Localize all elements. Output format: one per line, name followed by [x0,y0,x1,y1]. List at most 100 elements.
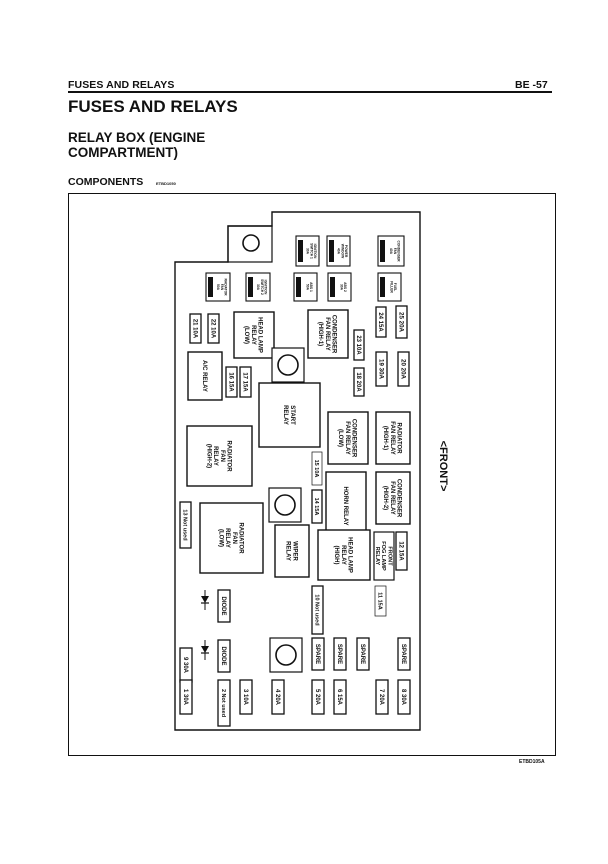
fuse-label-f15-text: 15 10A [313,460,319,478]
fuse-label-f5: 5 20A [314,689,320,706]
relay-label-r13-text: RELAY [374,547,380,566]
relay-label-r4-text: RELAY [282,405,288,425]
relay-label-r10-text: RADIATOR [237,522,243,554]
small-fuse-terminal-icon [330,277,335,297]
relay-r12 [317,529,371,581]
fuse-label-f18: 18 20A [355,372,361,392]
fuse-label-f12-text: 12 15A [397,541,403,561]
fuse-f12 [395,531,408,571]
fuse-label-f21: 21 10A [191,319,197,339]
fuse-label-f8-text: 8 30A [400,689,406,706]
fuse-label-f19: 19 30A [377,359,384,379]
fuse-label-d2-text: DIODE [220,646,226,665]
relay-label-r5-text: FAN RELAY [344,421,350,454]
relay-r9 [375,471,411,525]
small-fuse-terminal-icon [248,277,253,297]
mount-hole-icon [274,494,296,516]
relay-r7 [186,425,253,487]
relay-label-r8: HORN RELAY [342,486,348,525]
small-fuse-label-s8-text: FILLER [389,281,393,293]
fuse-f23 [353,329,365,361]
fuse-label-f3-text: 3 10A [242,689,248,706]
relay-label-r13-text: FRONT [386,546,392,566]
fuse-label-f17: 17 15A [241,372,247,392]
relay-label-r7-text: RADIATOR [225,440,231,472]
fuse-label-f11-text: 11 15A [377,592,383,609]
section-header: FUSES AND RELAYS [68,79,175,91]
relay-label-r6-text: (HIGH-1) [382,426,388,450]
relay-label-r9-text: CONDENSER [396,479,402,518]
fuse-label-f21-text: 21 10A [191,319,197,339]
fuse-f8 [397,679,411,715]
relay-label-r2-text: CONDENSER [331,315,337,354]
relay-r2 [307,309,349,359]
diode-symbol-icon [201,596,209,603]
fuse-label-f4: 4 20A [274,689,280,706]
relay-label-r1-text: RELAY [250,325,256,345]
fuse-sp2 [356,637,370,671]
small-fuse-label-s3-text: CONDENSER [397,240,401,262]
fuse-label-f9: 9 30A [182,657,188,674]
fuse-f11 [374,585,387,617]
fuse-label-f20-text: 20 20A [399,359,406,379]
fuse-label-f19-text: 19 30A [377,359,384,379]
relay-r10 [199,502,264,574]
relay-r3 [187,351,223,401]
relay-label-r12-text: (HIGH) [333,546,339,565]
small-fuse-label-s1-text: SWITCH 1 [309,243,313,259]
relay-label-r5-text: (LOW) [337,429,343,447]
relay-label-r2-text: (HIGH-1) [317,322,323,346]
fuse-f20 [397,351,410,387]
relay-label-r7-text: RELAY [212,446,218,466]
small-fuse-terminal-icon [208,277,213,297]
fuse-f24 [375,306,387,338]
diode-symbol-icon [201,646,209,653]
small-fuse-label-s6-text: 50A [305,284,309,291]
fuse-label-f13: 13 Not used [182,509,188,540]
relay-label-r7-text: FAN [219,450,225,462]
relay-r4 [258,382,321,448]
fuse-label-f17-text: 17 15A [241,372,247,392]
small-fuse-label-s5-text: 30A [256,284,260,291]
fuse-label-sp2-text: SPARE [359,644,365,664]
fuse-label-f13-text: 13 Not used [182,509,188,540]
small-fuse-label-s5-text: SWITCH 2 [260,279,264,295]
fuse-label-sp3: SPARE [336,644,342,664]
relay-label-r10-text: FAN [231,532,237,544]
small-fuse-label-s2-text: WINDOW [340,244,344,259]
fuse-label-f2: 2 Not used [220,689,226,717]
page-number: BE -57 [515,79,548,91]
small-fuse-terminal-icon [296,277,301,297]
corner-notch [227,225,273,263]
fuse-label-f20: 20 20A [399,359,406,379]
fuse-label-sp3-text: SPARE [336,644,342,664]
fuse-label-f14: 14 15A [313,498,319,516]
fuse-label-f7: 7 20A [378,689,384,706]
fuse-f1 [179,679,193,715]
small-fuse-label-s7-text: ABS 2 [343,282,347,292]
small-fuse-terminal-icon [380,240,385,262]
relay-label-r1-text: HEAD LAMP [257,317,263,353]
relay-label-r12-text: RELAY [340,545,346,565]
fuse-f22 [207,313,220,344]
fuse-label-f25: 25 20A [397,312,404,332]
fuse-label-f8: 8 30A [400,689,406,706]
fuse-label-sp1: SPARE [400,644,406,664]
small-fuse-label-s3-text: 40A [389,248,393,255]
relay-label-r3-text: A/C RELAY [201,360,207,392]
relay-label-r6-text: FAN RELAY [389,421,395,454]
relay-label-r7-text: (HIGH-2) [205,444,211,468]
fuse-label-sp4: SPARE [314,644,320,664]
fuse-label-f5-text: 5 20A [314,689,320,706]
mount-hole-icon [242,234,260,252]
small-fuse-label-s1-text: IGNITION [313,244,317,259]
